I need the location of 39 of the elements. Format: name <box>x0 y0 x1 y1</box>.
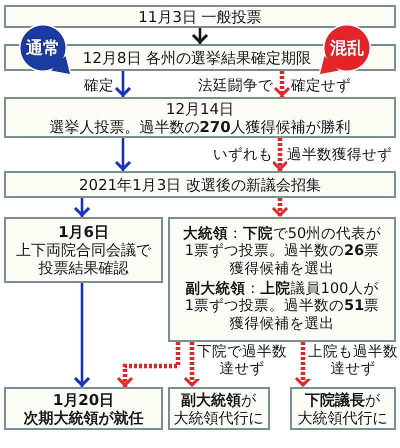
dashed-arrow <box>272 198 288 217</box>
step-text: 2021年1月3日 改選後の新議会招集 <box>78 176 322 194</box>
step-text: 12月8日 各州の選挙結果確定期限 <box>82 48 312 66</box>
bubble-label: 通常 <box>26 40 60 58</box>
dashed-arrow <box>184 342 200 387</box>
arrow <box>74 283 90 387</box>
edge-note: 過半数獲得せず <box>287 147 392 164</box>
dashed-arrow <box>116 342 180 387</box>
dashed-arrow <box>272 138 288 171</box>
arrow <box>114 71 132 97</box>
edge-note: いずれも <box>213 147 273 164</box>
step-box <box>290 387 396 430</box>
arrow <box>74 198 90 217</box>
step-box <box>168 217 396 342</box>
step-text: 次期大統領が就任 <box>24 408 144 426</box>
step-box <box>4 387 163 430</box>
step-text: 上下両院合同会議で投票結果確認 <box>15 241 152 277</box>
step-heading: 1月6日 <box>58 223 109 241</box>
step-text: 11月3日 一般投票 <box>138 8 262 26</box>
edge-label: 下院で過半数達せず <box>196 344 288 379</box>
bubble-label: 混乱 <box>330 40 364 58</box>
step-box <box>4 171 396 198</box>
arrow <box>192 28 208 44</box>
step-text: 大統領：下院で50州の代表が1票ずつ投票。過半数の26票獲得候補を選出 <box>182 226 382 278</box>
dashed-arrow <box>274 71 290 97</box>
step-text: 選挙人投票。過半数の270人獲得候補が勝利 <box>49 118 351 136</box>
step-box <box>4 5 396 28</box>
step-heading: 1月20日 <box>52 390 114 408</box>
step-text: 副大統領：上院議員100人が1票ずつ投票。過半数の51票獲得候補を選出 <box>184 281 380 334</box>
step-heading: 12月14日 <box>166 100 234 118</box>
arrow <box>114 138 132 171</box>
edge-note: 確定せず <box>291 78 351 96</box>
step-text: 副大統領が大統領代行に <box>174 390 264 426</box>
step-box <box>4 97 396 138</box>
step-box <box>168 387 270 430</box>
step-text: 下院議長が大統領代行に <box>298 390 388 426</box>
edge-label: 上院も過半数達せず <box>307 344 399 379</box>
step-box <box>4 217 163 283</box>
dashed-arrow <box>294 342 312 387</box>
